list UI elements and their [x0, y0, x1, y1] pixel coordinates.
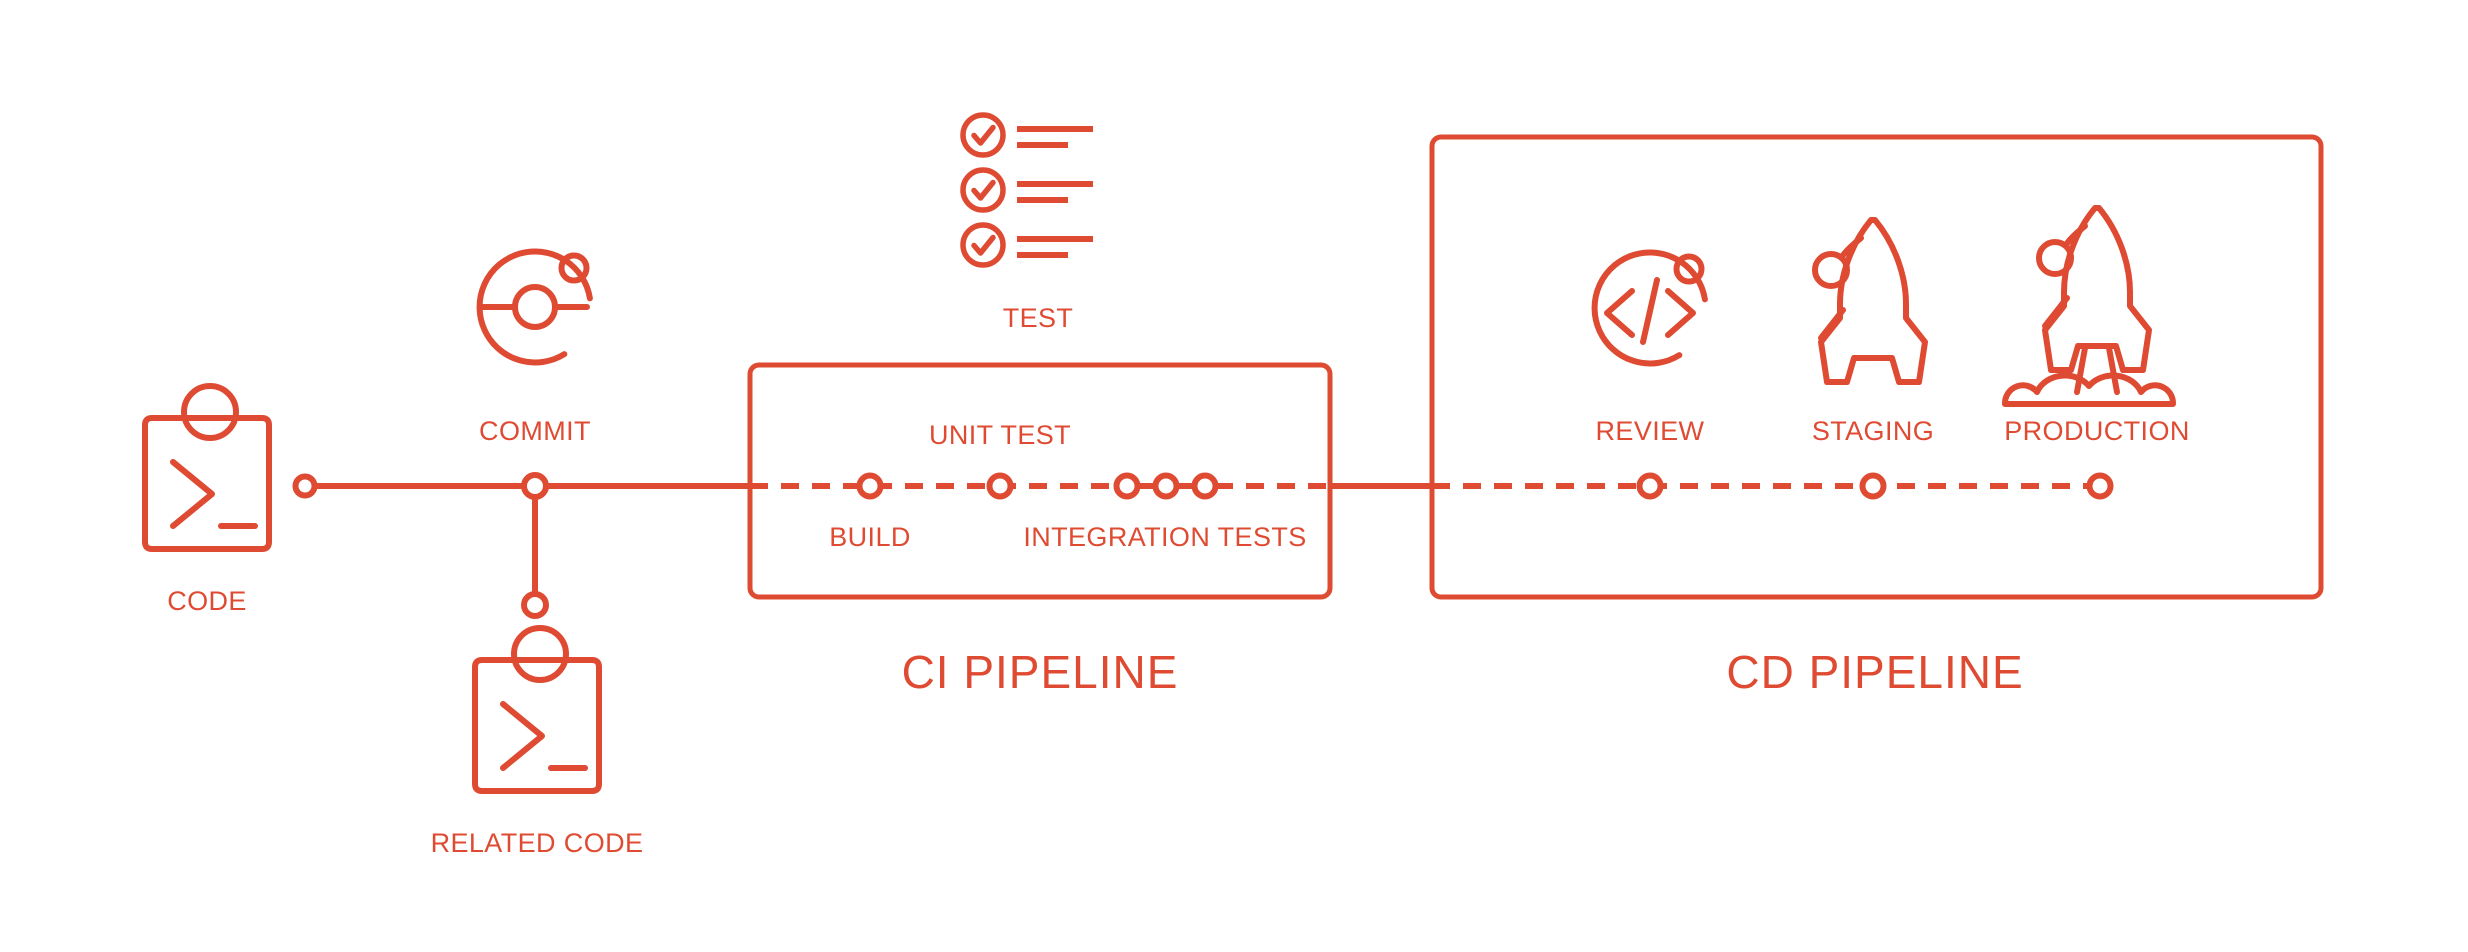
rocket-launch-icon	[2005, 208, 2173, 404]
flow-node-integration-1	[1113, 472, 1141, 500]
cd-pipeline-box	[1429, 134, 2324, 600]
flow-node-review	[1636, 472, 1664, 500]
rocket-icon	[1815, 220, 1925, 382]
flow-node-build	[856, 472, 884, 500]
test-label: TEST	[1003, 303, 1074, 333]
stage-label-staging: STAGING	[1812, 416, 1934, 446]
commit-label: COMMIT	[479, 416, 591, 446]
code-terminal-icon	[145, 386, 269, 549]
flow-node-branch-end	[521, 591, 549, 619]
stage-label-production: PRODUCTION	[2004, 416, 2190, 446]
commit-orbit-icon	[469, 241, 597, 372]
related-code-terminal-icon	[475, 628, 599, 791]
stage-label-review: REVIEW	[1596, 416, 1705, 446]
code-label: CODE	[167, 586, 247, 616]
flow-node-integration-3	[1191, 472, 1219, 500]
code-review-circle-icon	[1584, 242, 1712, 373]
test-checklist-icon	[963, 115, 1093, 265]
related-code-label: RELATED CODE	[431, 828, 644, 858]
stage-label-unit-test: UNIT TEST	[929, 420, 1071, 450]
flow-node-production	[2086, 472, 2114, 500]
ci-pipeline-box	[747, 362, 1333, 600]
flow-node-unit-test	[986, 472, 1014, 500]
flow-node-staging	[1859, 472, 1887, 500]
ci-pipeline-title: CI PIPELINE	[902, 646, 1179, 698]
stage-label-integration-tests: INTEGRATION TESTS	[1023, 522, 1306, 552]
flow-node-start	[292, 473, 318, 499]
flow-node-integration-2	[1152, 472, 1180, 500]
flow-node-commit	[521, 472, 549, 500]
cd-pipeline-title: CD PIPELINE	[1726, 646, 2023, 698]
stage-label-build: BUILD	[829, 522, 911, 552]
